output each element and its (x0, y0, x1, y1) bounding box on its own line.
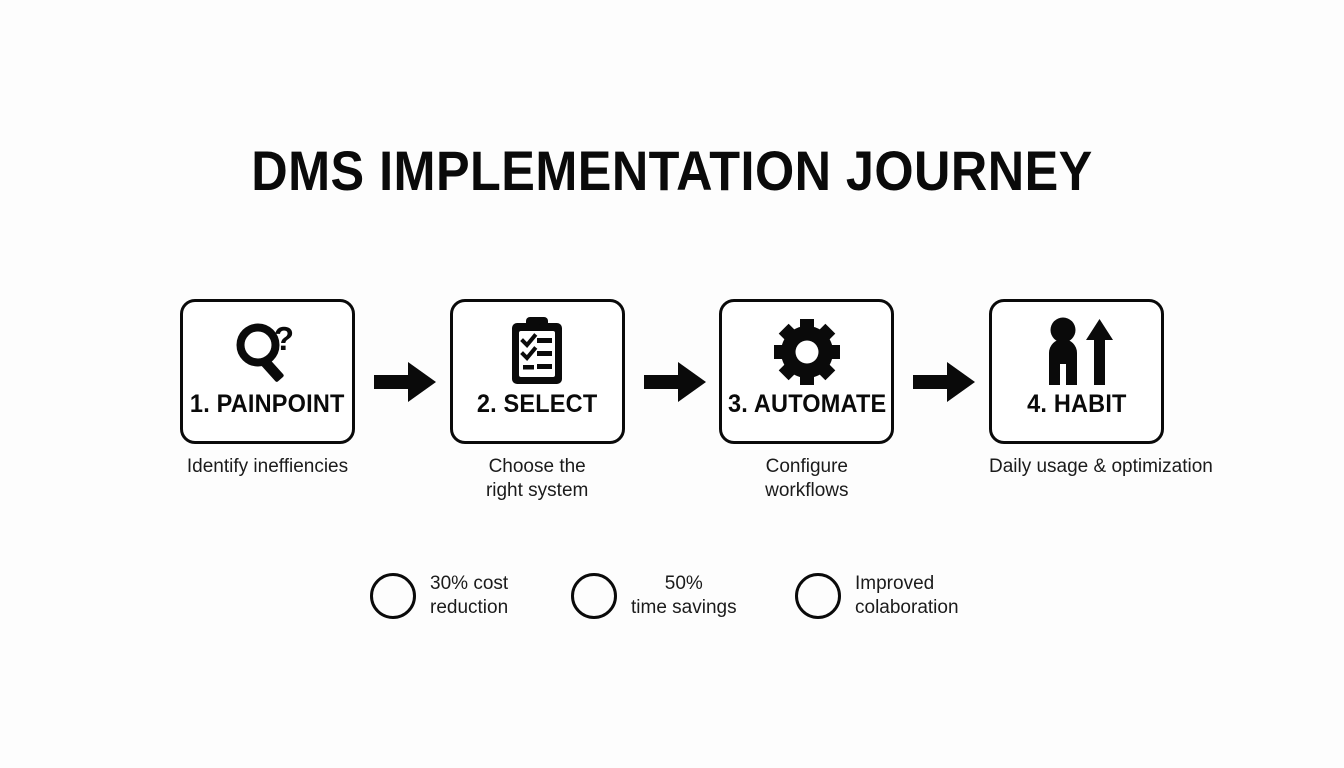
circle-outline-icon (795, 573, 841, 619)
svg-text:?: ? (273, 320, 293, 357)
step-caption: Identify ineffiencies (186, 456, 349, 477)
gear-icon (773, 314, 840, 390)
benefits-row: 30% cost reduction 50% time savings Impr… (370, 572, 974, 632)
step-2-select[interactable]: 2. SELECT Choose the right system (449, 299, 706, 503)
magnifier-question-icon: ? (231, 314, 305, 390)
circle-outline-icon (370, 573, 416, 619)
circle-outline-icon (571, 573, 617, 619)
step-card[interactable]: 3. AUTOMATE (719, 299, 895, 444)
arrow-right-icon (643, 362, 706, 402)
page-title: DMS IMPLEMENTATION JOURNEY (251, 139, 1093, 202)
step-label: 2. SELECT (476, 390, 598, 418)
step-card[interactable]: ? 1. PAINPOINT (180, 299, 355, 444)
arrow-right-icon (374, 362, 436, 402)
benefit-item-cost-reduction: 30% cost reduction (370, 572, 508, 620)
benefit-item-collaboration: Improved colaboration (795, 572, 959, 620)
step-label: 1. PAINPOINT (190, 390, 345, 418)
step-3-automate[interactable]: 3. AUTOMATE Configure workflows (719, 299, 976, 503)
benefit-label: Improved colaboration (855, 573, 959, 618)
step-caption: Daily usage & optimization (988, 456, 1213, 477)
benefit-label: 50% time savings (631, 573, 737, 618)
step-1-painpoint[interactable]: ? 1. PAINPOINT Identify ineffiencies (180, 299, 436, 479)
step-caption: Choose the right system (485, 456, 589, 501)
arrow-right-icon (913, 362, 976, 402)
journey-steps: ? 1. PAINPOINT Identify ineffiencies (180, 299, 1213, 501)
step-label: 3. AUTOMATE (727, 390, 886, 418)
step-4-habit[interactable]: 4. HABIT Daily usage & optimization (988, 299, 1213, 479)
benefit-label: 30% cost reduction (430, 573, 509, 618)
step-label: 4. HABIT (1026, 390, 1127, 418)
step-caption: Configure workflows (765, 456, 849, 501)
benefit-item-time-savings: 50% time savings (571, 572, 737, 620)
step-card[interactable]: 4. HABIT (988, 299, 1164, 444)
person-growth-arrow-icon (1039, 314, 1114, 390)
clipboard-checklist-icon (509, 314, 565, 390)
step-card[interactable]: 2. SELECT (449, 299, 625, 444)
